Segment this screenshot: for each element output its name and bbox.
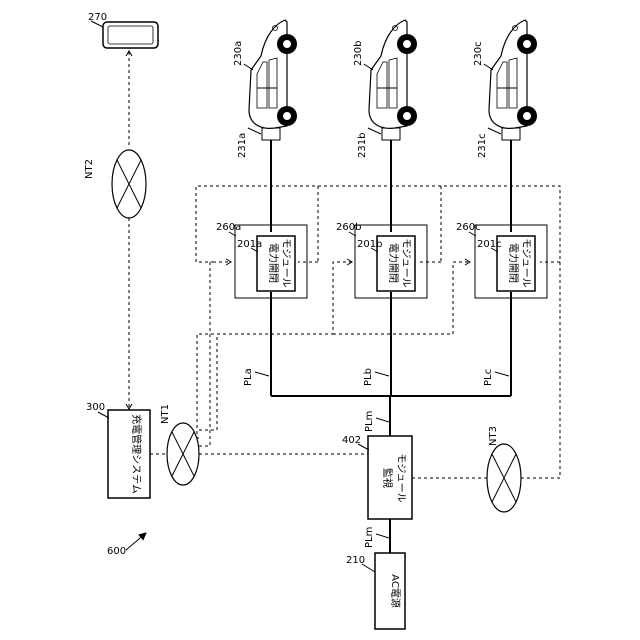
figure-number: 600 — [107, 546, 126, 557]
link-nt3-trunk — [196, 186, 560, 478]
connector-ref-c: 231c — [477, 133, 488, 158]
station-ref-b: 260b — [336, 222, 361, 233]
station-ref-c: 260c — [456, 222, 481, 233]
charging-management-system: 充電管理システム 300 — [86, 402, 150, 498]
line-label-b: PLb — [363, 368, 374, 386]
monitor-label-line2: モジュール — [395, 453, 406, 502]
display-device: 270 — [88, 12, 158, 48]
nt2-label: NT2 — [84, 159, 95, 179]
link-nt1-station-a — [199, 262, 230, 446]
line-label-a: PLa — [243, 368, 254, 386]
electric-vehicle-b — [369, 20, 417, 128]
charging-system-label: 充電管理システム — [130, 414, 143, 494]
module-label-line2-c: モジュール — [520, 238, 531, 287]
electric-vehicle-c — [489, 20, 537, 128]
monitor-label-line1: 監視 — [381, 468, 394, 488]
main-line-label-bottom: PLm — [364, 527, 375, 548]
branch-a: PLa 260a 電力開閉モジュール 201a 231a 230a — [216, 20, 307, 396]
monitor-module: 監視 モジュール 402 — [342, 435, 412, 519]
nt3-label: NT3 — [488, 426, 499, 446]
connector-ref-a: 231a — [237, 133, 248, 158]
module-label-line2-b: モジュール — [400, 238, 411, 287]
connector-b — [382, 128, 400, 140]
electric-vehicle-a — [249, 20, 297, 128]
charging-system-ref: 300 — [86, 402, 105, 413]
ac-power-source: AC電源 210 — [346, 553, 405, 629]
line-label-c: PLc — [483, 369, 494, 386]
module-label-line2-a: モジュール — [280, 238, 291, 287]
figure-number-arrow — [126, 533, 146, 550]
branch-b: PLb 260b 電力開閉モジュール 201b 231b 230b — [336, 20, 427, 396]
module-ref-b: 201b — [357, 239, 382, 250]
branches: PLa260a電力開閉モジュール201a231a230aPLb260b電力開閉モ… — [216, 20, 547, 396]
module-ref-c: 201c — [477, 239, 502, 250]
network-nt3: NT3 — [487, 426, 521, 512]
station-ref-a: 260a — [216, 222, 241, 233]
module-label-line1-a: 電力開閉 — [267, 243, 280, 283]
module-label-line1-b: 電力開閉 — [387, 243, 400, 283]
module-label-line1-c: 電力開閉 — [507, 243, 520, 283]
connector-ref-b: 231b — [357, 133, 368, 158]
link-nt1-station-c-branch — [199, 334, 217, 430]
vehicle-ref-b: 230b — [353, 41, 364, 66]
nt1-label: NT1 — [160, 404, 171, 424]
main-line-label-top: PLm — [364, 411, 375, 432]
vehicle-ref-c: 230c — [473, 41, 484, 66]
network-nt1: NT1 — [160, 404, 199, 485]
module-ref-a: 201a — [237, 239, 262, 250]
branch-c: PLc 260c 電力開閉モジュール 201c 231c 230c — [456, 20, 547, 396]
connector-a — [262, 128, 280, 140]
ac-source-label: AC電源 — [389, 574, 402, 608]
vehicle-ref-a: 230a — [233, 41, 244, 66]
network-nt2: NT2 — [84, 150, 146, 218]
connector-c — [502, 128, 520, 140]
